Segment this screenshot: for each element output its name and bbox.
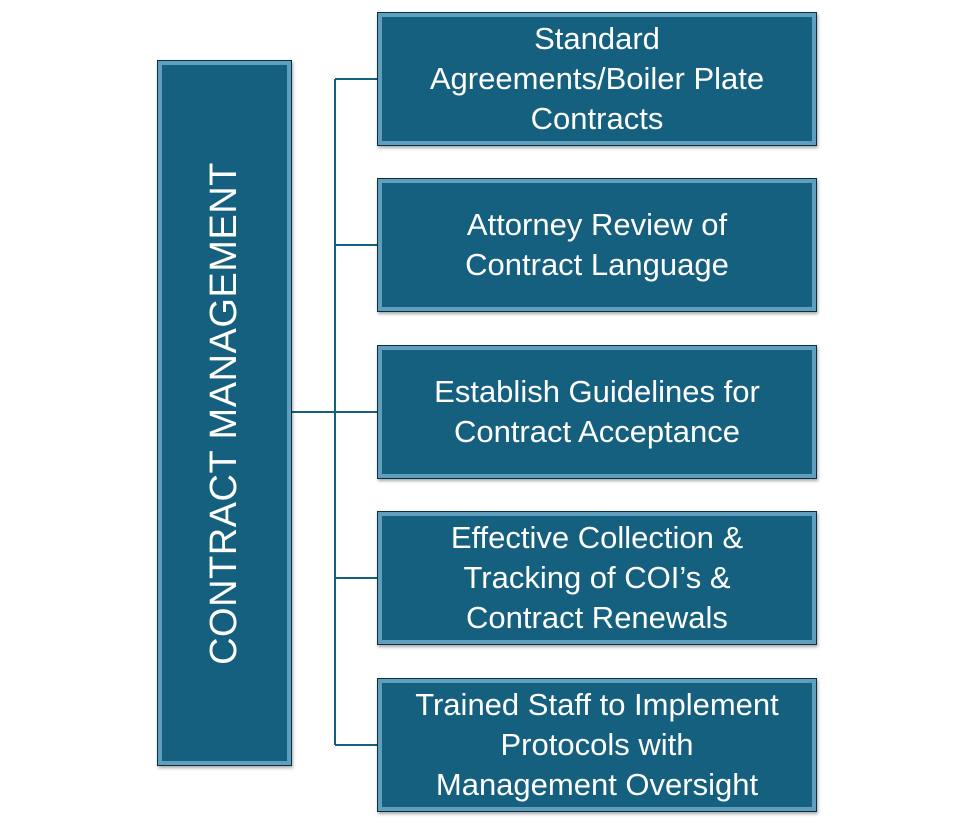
node-standard-agreements: Standard Agreements/Boiler Plate Contrac…: [377, 12, 817, 146]
node-label: Standard Agreements/Boiler Plate Contrac…: [430, 19, 764, 139]
node-label-line: Protocols with: [500, 727, 694, 762]
node-label-line: Management Oversight: [435, 767, 759, 802]
node-label-line: Contract Renewals: [466, 600, 728, 635]
node-label: Establish Guidelines for Contract Accept…: [434, 372, 760, 452]
node-label: Effective Collection & Tracking of COI’s…: [451, 518, 743, 638]
node-label-line: Contract Acceptance: [453, 414, 741, 449]
node-label-line: Agreements/Boiler Plate: [429, 61, 765, 96]
node-label-line: Trained Staff to Implement: [415, 687, 779, 722]
node-label: Attorney Review of Contract Language: [465, 205, 729, 285]
node-label-line: Attorney Review of: [466, 207, 728, 242]
node-label-line: Contract Language: [465, 247, 729, 282]
node-attorney-review: Attorney Review of Contract Language: [377, 178, 817, 312]
node-label-line: Establish Guidelines for: [434, 374, 760, 409]
node-label-line: Tracking of COI’s &: [463, 560, 731, 595]
node-label: Trained Staff to Implement Protocols wit…: [415, 685, 779, 805]
node-trained-staff: Trained Staff to Implement Protocols wit…: [377, 678, 817, 812]
root-node-label: CONTRACT MANAGEMENT: [203, 161, 246, 665]
root-node-contract-management: CONTRACT MANAGEMENT: [157, 60, 292, 766]
node-effective-collection: Effective Collection & Tracking of COI’s…: [377, 511, 817, 645]
node-label-line: Effective Collection &: [450, 520, 744, 555]
node-label-line: Contracts: [530, 101, 664, 136]
node-establish-guidelines: Establish Guidelines for Contract Accept…: [377, 345, 817, 479]
node-label-line: Standard: [534, 21, 660, 56]
